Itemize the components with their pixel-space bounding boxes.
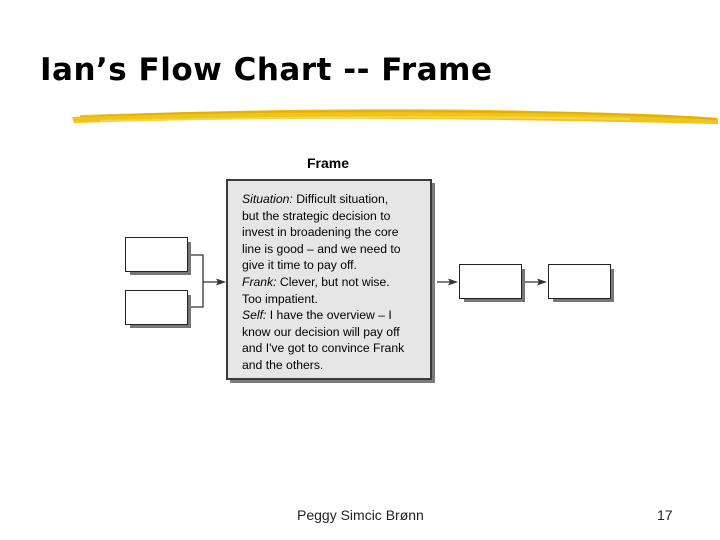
- frame-line: Self: I have the overview – I: [242, 308, 392, 323]
- frame-line: but the strategic decision to: [242, 208, 391, 223]
- frame-line: and the others.: [242, 357, 324, 372]
- frame-line: know our decision will pay off: [242, 324, 400, 339]
- frame-line: line is good – and we need to: [242, 241, 401, 256]
- frame-line: and I've got to convince Frank: [242, 341, 405, 356]
- frame-box: [226, 179, 432, 380]
- input-box-bottom: [125, 290, 191, 328]
- page-number: 17: [657, 507, 673, 523]
- arrowhead-box1: [448, 278, 458, 286]
- title-underline-brush: [72, 109, 718, 124]
- frame-line: Situation: Difficult situation,: [242, 192, 389, 206]
- arrowhead-box2: [537, 278, 547, 286]
- footer-author: Peggy Simcic Brønn: [297, 507, 424, 523]
- diagram-heading: Frame: [307, 155, 350, 171]
- slide-title: Ian’s Flow Chart -- Frame: [40, 52, 493, 88]
- frame-line: Frank: Clever, but not wise.: [242, 274, 390, 289]
- frame-line: invest in broadening the core: [242, 225, 399, 240]
- frame-line: give it time to pay off.: [242, 258, 357, 273]
- connector-top: [191, 254, 204, 282]
- frame-text: Situation: Difficult situation, but the …: [242, 191, 430, 374]
- frame-line: Too impatient.: [242, 291, 318, 306]
- arrowhead-frame: [216, 278, 226, 286]
- connector-bottom: [191, 282, 204, 308]
